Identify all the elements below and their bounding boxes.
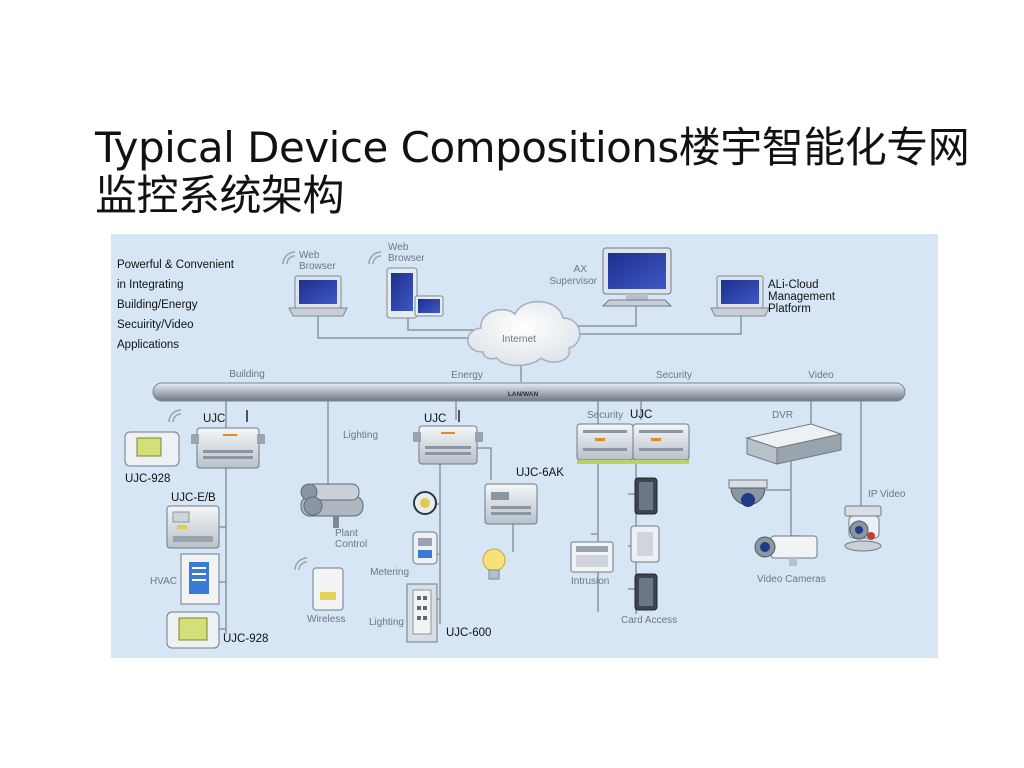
svg-text:Powerful & Convenient: Powerful & Convenient — [117, 259, 235, 271]
ujc-eb-controller — [166, 505, 220, 549]
lighting-panel-ujc-600 — [406, 583, 438, 643]
lighting-label-bottom: Lighting — [369, 617, 404, 628]
dome-camera — [728, 479, 768, 507]
box-camera — [754, 535, 818, 566]
wifi-icon — [282, 251, 296, 265]
plant-chiller — [300, 483, 364, 528]
svg-text:Secuirity/Video: Secuirity/Video — [117, 319, 194, 331]
wifi-icon — [368, 251, 382, 265]
meter-device — [413, 491, 437, 515]
ujc-eb-label: UJC-E/B — [171, 492, 216, 504]
thermostat-ujc-928-top — [124, 431, 180, 467]
ax-label: AX — [574, 264, 588, 275]
segment-building: Building — [229, 369, 265, 380]
wifi-icon — [168, 409, 182, 423]
plant-control-label: Control — [335, 539, 367, 550]
laptop-web-browser — [288, 275, 348, 317]
architecture-diagram: Powerful & Convenient in Integrating Bui… — [111, 234, 938, 658]
segment-video: Video — [808, 370, 834, 381]
intro-text: Powerful & Convenient in Integrating Bui… — [117, 259, 235, 351]
video-cameras-label: Video Cameras — [757, 574, 826, 585]
ujc-label: UJC — [424, 413, 446, 425]
ujc-6ak-label: UJC-6AK — [516, 467, 564, 479]
supervisor-monitor — [601, 247, 673, 307]
ujc-controller-building — [191, 410, 265, 469]
metering-label: Metering — [370, 567, 409, 578]
security-ujc-controllers — [576, 423, 690, 464]
dvr-recorder — [745, 423, 843, 465]
lighting-label-top: Lighting — [343, 430, 378, 441]
internet-label: Internet — [502, 334, 536, 345]
segment-energy: Energy — [451, 370, 483, 381]
card-reader — [634, 573, 658, 611]
card-access-keypad — [630, 525, 660, 563]
ujc-600-label: UJC-600 — [446, 627, 491, 639]
internet-cloud — [467, 300, 581, 367]
security-label: Security — [587, 410, 623, 421]
hvac-panel — [180, 553, 220, 605]
card-access-label: Card Access — [621, 615, 677, 626]
svg-text:Building/Energy: Building/Energy — [117, 299, 198, 311]
svg-text:Applications: Applications — [117, 339, 179, 351]
ujc-6ak-controller — [484, 483, 538, 525]
web-browser-label: Web — [388, 242, 409, 253]
metering-device — [412, 531, 438, 565]
ujc-928-label-top: UJC-928 — [125, 473, 170, 485]
ip-ptz-camera — [844, 505, 882, 552]
slide-title: Typical Device Compositions楼宇智能化专网监控系统架构 — [95, 123, 970, 220]
ujc-label: UJC — [630, 409, 652, 421]
ujc-label: UJC — [203, 413, 225, 425]
intrusion-label: Intrusion — [571, 576, 609, 587]
cloud-platform-label: ALi-Cloud — [768, 279, 819, 291]
tablet-web-browser — [386, 267, 444, 319]
bus-label: LAN/WAN — [508, 391, 539, 398]
cloud-platform-label: Management — [768, 291, 836, 303]
ip-video-label: IP Video — [868, 489, 906, 500]
ujc-928-label-bottom: UJC-928 — [223, 633, 268, 645]
cloud-platform-label: Platform — [768, 303, 811, 315]
web-browser-label: Web — [299, 250, 320, 261]
laptop-cloud-platform — [710, 275, 770, 317]
light-bulb-icon — [482, 548, 506, 580]
web-browser-label: Browser — [299, 261, 336, 272]
web-browser-label: Browser — [388, 253, 425, 264]
wireless-sensor — [312, 567, 344, 611]
segment-security: Security — [656, 370, 692, 381]
intrusion-keypad — [570, 541, 614, 573]
svg-text:in Integrating: in Integrating — [117, 279, 184, 291]
top-network-lines — [317, 302, 742, 382]
thermostat-ujc-928-bottom — [166, 611, 220, 649]
supervisor-label: Supervisor — [549, 276, 597, 287]
card-reader — [634, 477, 658, 515]
ujc-controller-energy — [413, 410, 483, 465]
hvac-label: HVAC — [150, 576, 177, 587]
wifi-icon — [294, 557, 308, 571]
plant-control-label: Plant — [335, 528, 358, 539]
lan-wan-bus — [152, 382, 906, 402]
dvr-label: DVR — [772, 410, 793, 421]
wireless-label: Wireless — [307, 614, 345, 625]
